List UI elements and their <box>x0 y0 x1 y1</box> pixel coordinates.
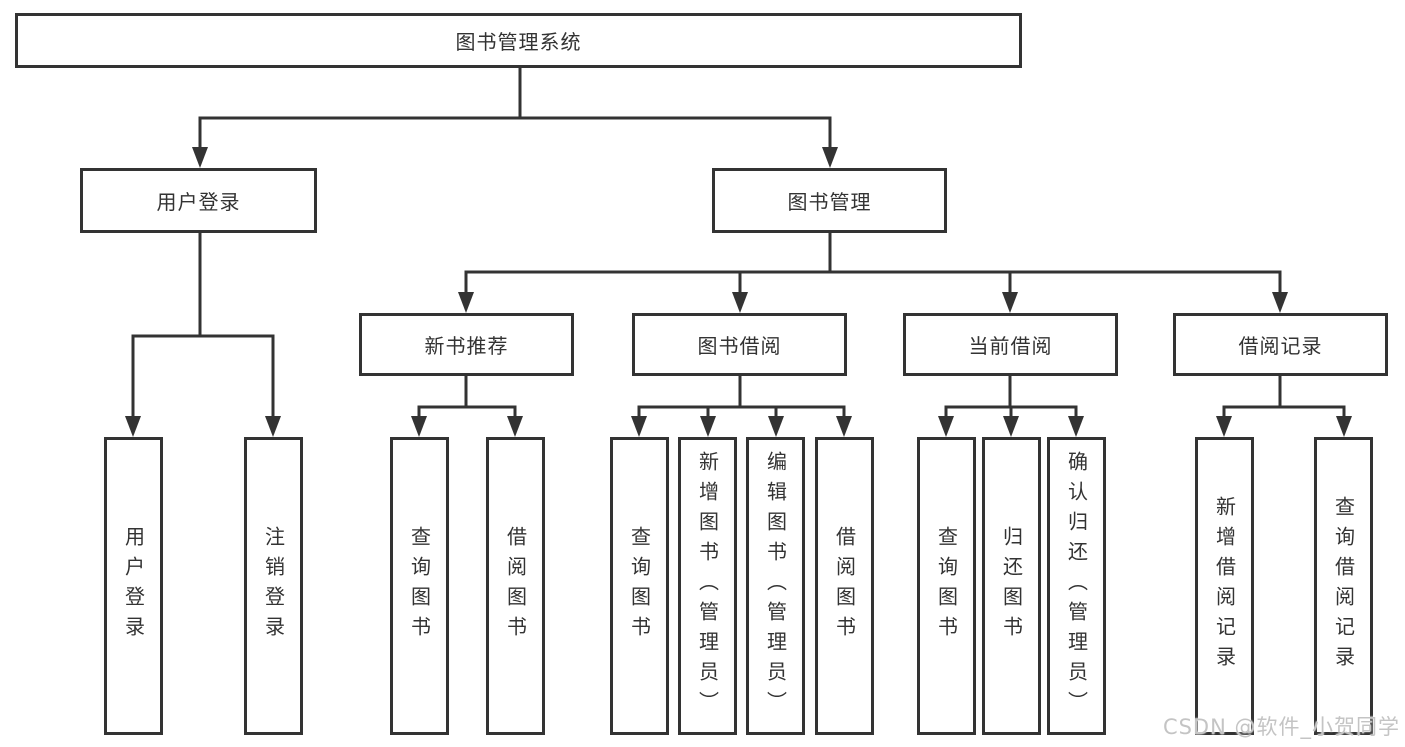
node-label: 用户登录 <box>121 526 146 646</box>
node-label: 查询借阅记录 <box>1331 496 1356 676</box>
node-label: 归还图书 <box>999 526 1024 646</box>
node-book-borrow: 图书借阅 <box>632 313 847 376</box>
node-label: 注销登录 <box>261 526 286 646</box>
leaf-query-borrow-record: 查询借阅记录 <box>1314 437 1373 735</box>
node-new-book-recommend: 新书推荐 <box>359 313 574 376</box>
node-library-management-system: 图书管理系统 <box>15 13 1022 68</box>
node-label: 借阅图书 <box>832 526 857 646</box>
node-label: 图书管理 <box>787 190 872 214</box>
leaf-return-books: 归还图书 <box>982 437 1041 735</box>
leaf-add-books-admin: 新增图书（管理员） <box>678 437 737 735</box>
leaf-borrow-books-recommend: 借阅图书 <box>486 437 545 735</box>
leaf-edit-books-admin: 编辑图书（管理员） <box>746 437 805 735</box>
node-label: 新增借阅记录 <box>1212 496 1237 676</box>
leaf-query-books-current: 查询图书 <box>917 437 976 735</box>
node-label: 查询图书 <box>627 526 652 646</box>
leaf-user-login: 用户登录 <box>104 437 163 735</box>
leaf-logout: 注销登录 <box>244 437 303 735</box>
node-label: 图书管理系统 <box>455 30 582 54</box>
leaf-add-borrow-record: 新增借阅记录 <box>1195 437 1254 735</box>
leaf-query-books-recommend: 查询图书 <box>390 437 449 735</box>
node-label: 查询图书 <box>407 526 432 646</box>
node-user-login: 用户登录 <box>80 168 317 233</box>
node-label: 用户登录 <box>156 190 241 214</box>
leaf-query-books-borrow: 查询图书 <box>610 437 669 735</box>
watermark: CSDN @软件_小贺同学 <box>1162 715 1400 739</box>
node-label: 确认归还（管理员） <box>1064 451 1089 721</box>
node-label: 新书推荐 <box>424 334 509 358</box>
leaf-confirm-return-admin: 确认归还（管理员） <box>1047 437 1106 735</box>
node-label: 图书借阅 <box>697 334 782 358</box>
node-label: 借阅图书 <box>503 526 528 646</box>
node-label: 编辑图书（管理员） <box>763 451 788 721</box>
leaf-borrow-books: 借阅图书 <box>815 437 874 735</box>
node-current-borrow: 当前借阅 <box>903 313 1118 376</box>
node-book-management: 图书管理 <box>712 168 947 233</box>
node-label: 当前借阅 <box>968 334 1053 358</box>
node-borrow-records: 借阅记录 <box>1173 313 1388 376</box>
node-label: 新增图书（管理员） <box>695 451 720 721</box>
node-label: 查询图书 <box>934 526 959 646</box>
node-label: 借阅记录 <box>1238 334 1323 358</box>
